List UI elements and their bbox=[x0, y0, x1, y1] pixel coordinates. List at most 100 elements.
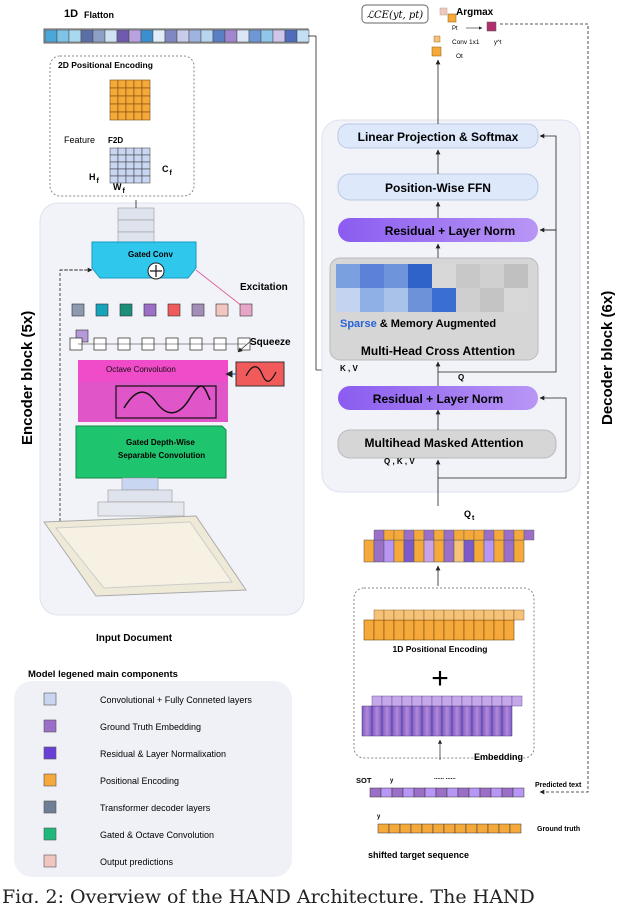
gt-embedding-cell bbox=[361, 705, 373, 737]
feature-cell bbox=[117, 168, 127, 177]
gt-embedding-cell bbox=[461, 705, 473, 737]
attention-matrix bbox=[336, 264, 528, 312]
gt-embedding-cell bbox=[371, 705, 383, 737]
gt-embedding-cell bbox=[391, 705, 403, 737]
flatten-cell bbox=[284, 29, 298, 43]
octave-conv-body bbox=[78, 382, 228, 422]
excitation-cell bbox=[191, 303, 205, 317]
pos1d-cell bbox=[433, 619, 445, 641]
gt-embedding-cell bbox=[491, 705, 503, 737]
qt-top-cell bbox=[433, 529, 445, 541]
excitation-cell bbox=[143, 303, 157, 317]
groundtruth-cell bbox=[487, 823, 500, 834]
pos2d-cell bbox=[133, 87, 143, 97]
pos1d-cell bbox=[503, 619, 515, 641]
feature-cell bbox=[109, 147, 119, 156]
groundtruth-cell bbox=[465, 823, 478, 834]
ffn-label: Position-Wise FFN bbox=[385, 181, 491, 195]
input-document-label: Input Document bbox=[96, 633, 173, 644]
residual-norm-bottom bbox=[338, 386, 538, 410]
qt-top-cell bbox=[443, 529, 455, 541]
feature-cell bbox=[125, 154, 135, 163]
feature-cell bbox=[133, 147, 143, 156]
gated-dw-label-2: Separable Convolution bbox=[118, 451, 205, 460]
predicted-cell bbox=[391, 787, 404, 798]
decoder-block-label: Decoder block (6x) bbox=[599, 291, 616, 425]
pos2d-cell bbox=[141, 95, 151, 105]
attention-cell bbox=[504, 288, 528, 312]
pos1d-top-cell bbox=[403, 609, 415, 621]
ot-label: Ot bbox=[456, 53, 463, 60]
w-label: Wf bbox=[113, 182, 126, 195]
pos1d-cell bbox=[393, 619, 405, 641]
gt-embedding-cell bbox=[441, 705, 453, 737]
legend-item-label: Positional Encoding bbox=[100, 776, 179, 786]
tok1-label: y bbox=[377, 814, 381, 820]
embedding-label: Embedding bbox=[474, 752, 523, 762]
qt-top-cell bbox=[383, 529, 395, 541]
qt-cell bbox=[473, 539, 485, 563]
flatten-cell bbox=[248, 29, 262, 43]
pos1d-top-cell bbox=[513, 609, 525, 621]
feature-cell bbox=[117, 161, 127, 170]
legend-item-label: Transformer decoder layers bbox=[100, 803, 211, 813]
flatten-cell bbox=[44, 29, 58, 43]
pos2d-cell bbox=[125, 79, 135, 89]
gt-embedding-top-cell bbox=[501, 695, 513, 707]
gt-embedding-top-cell bbox=[481, 695, 493, 707]
groundtruth-cell bbox=[454, 823, 467, 834]
flatten-cell bbox=[224, 29, 238, 43]
pos2d-cell bbox=[109, 103, 119, 113]
squeeze-label: Squeeze bbox=[250, 337, 291, 348]
predicted-cell bbox=[380, 787, 393, 798]
h-label: Hf bbox=[89, 172, 100, 185]
predicted-cell bbox=[457, 787, 470, 798]
tok2-label: y bbox=[390, 778, 394, 784]
attention-cell bbox=[480, 288, 504, 312]
qt-top-cell bbox=[493, 529, 505, 541]
flatten-cell bbox=[176, 29, 190, 43]
gt-embedding-cell bbox=[471, 705, 483, 737]
pos1d-cell bbox=[493, 619, 505, 641]
predicted-cell bbox=[413, 787, 426, 798]
qt-cell bbox=[373, 539, 385, 563]
masked-attention-block bbox=[337, 429, 557, 459]
qt-top-cell bbox=[503, 529, 515, 541]
qt-cell bbox=[513, 539, 525, 563]
loss-box bbox=[361, 4, 429, 24]
pos1d-top-cell bbox=[393, 609, 405, 621]
gt-embedding-top-cell bbox=[491, 695, 503, 707]
qt-cell bbox=[413, 539, 425, 563]
qt-top-cell bbox=[453, 529, 465, 541]
f2d-label: F2D bbox=[108, 136, 123, 145]
pos1d-top-cell bbox=[463, 609, 475, 621]
encoder-block-label: Encoder block (5x) bbox=[19, 311, 36, 445]
pos2d-cell bbox=[141, 87, 151, 97]
qt-cell bbox=[383, 539, 395, 563]
octave-conv-top bbox=[78, 360, 228, 382]
attention-cell bbox=[384, 264, 408, 288]
pos1d-top-cell bbox=[373, 609, 385, 621]
gt-embedding-top-cell bbox=[381, 695, 393, 707]
pos2d-cell bbox=[125, 87, 135, 97]
predicted-label: Predicted text bbox=[535, 782, 582, 789]
predicted-cell bbox=[424, 787, 437, 798]
caption: Fig. 2: Overview of the HAND Architectur… bbox=[2, 886, 535, 903]
pos2d-cell bbox=[141, 79, 151, 89]
excitation-label: Excitation bbox=[240, 282, 288, 293]
pos2d-cell bbox=[117, 87, 127, 97]
qt-cell bbox=[493, 539, 505, 563]
qt-top-cell bbox=[403, 529, 415, 541]
feature-cell bbox=[109, 168, 119, 177]
legend-item-label: Output predictions bbox=[100, 857, 174, 867]
flatten-cell bbox=[188, 29, 202, 43]
flatten-cell bbox=[260, 29, 274, 43]
conv-label: Conv 1x1 bbox=[452, 39, 480, 46]
pos1d-cell bbox=[443, 619, 455, 641]
flatten-cell bbox=[152, 29, 166, 43]
pos2d-cell bbox=[117, 79, 127, 89]
predicted-cell bbox=[501, 787, 514, 798]
gt-embedding-top-cell bbox=[441, 695, 453, 707]
predicted-cell bbox=[512, 787, 525, 798]
attention-cell bbox=[336, 264, 360, 288]
